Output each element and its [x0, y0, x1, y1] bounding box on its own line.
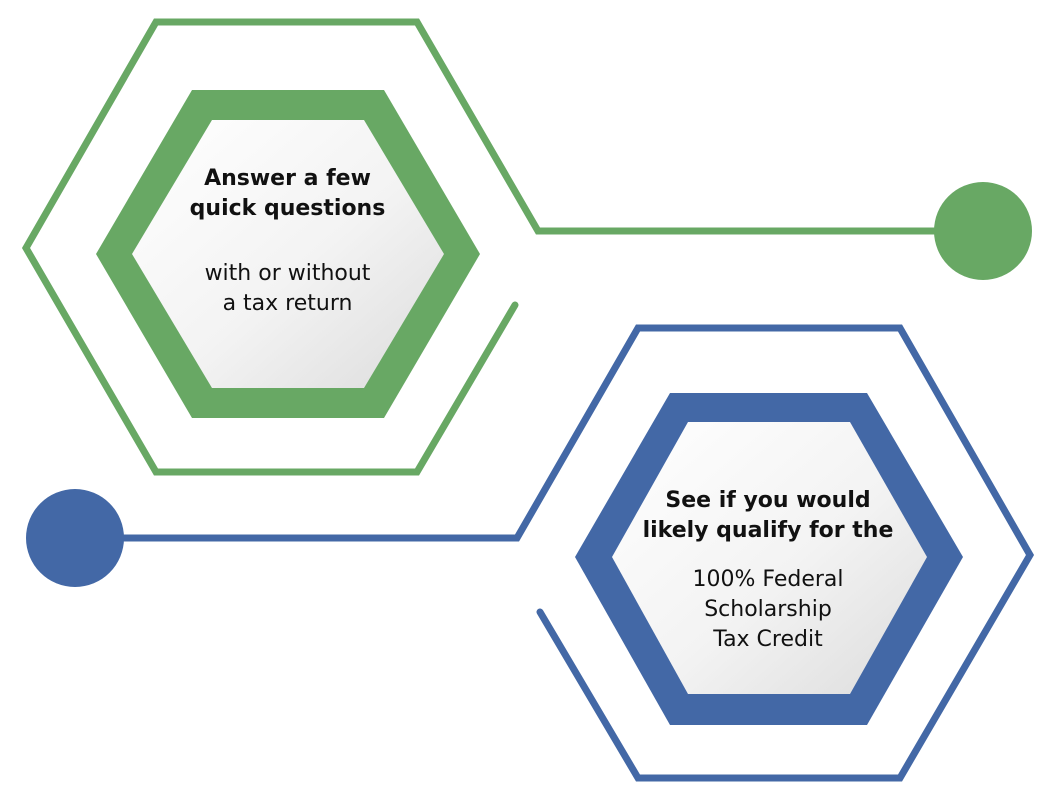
- step-2-heading: See if you would likely qualify for the: [642, 488, 894, 543]
- step-2-description: 100% Federal Scholarship Tax Credit: [692, 567, 844, 652]
- step-1-inner-hex-face: [132, 120, 444, 388]
- step-2-label: See if you would likely qualify for the …: [618, 486, 918, 654]
- step-2-group: [26, 324, 1035, 782]
- step-1-connector-dot: [934, 182, 1032, 280]
- step-1-heading: Answer a few quick questions: [189, 166, 386, 221]
- step-1-description: with or without a tax return: [204, 261, 371, 317]
- step-2-inner-hex-face: [612, 422, 927, 694]
- step-1-group: [21, 18, 1032, 476]
- step-2-outer-hex-outline: [112, 324, 1035, 782]
- step-2-connector-dot: [26, 489, 124, 587]
- step-1-label: Answer a few quick questions with or wit…: [150, 164, 425, 319]
- step-1-outer-hex-outline: [21, 18, 944, 476]
